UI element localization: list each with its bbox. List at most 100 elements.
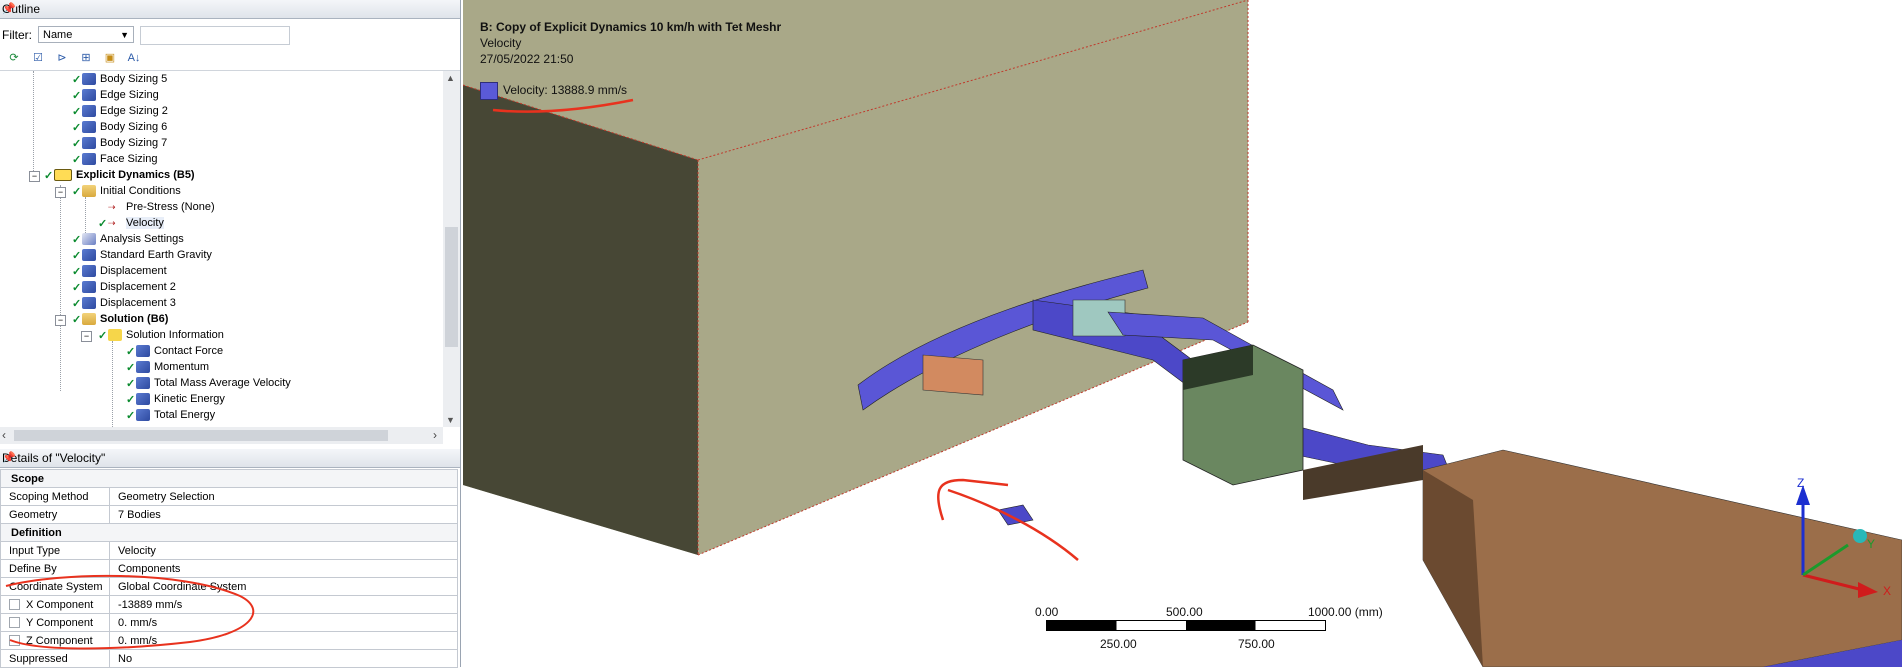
tree-item-solution-information[interactable]: ✓Solution Information [98,329,224,342]
row-x-component[interactable]: X Component-13889 mm/s [0,595,458,614]
refresh-icon[interactable]: ⟳ [9,52,19,64]
expand-icon[interactable]: ⊞ [81,52,91,64]
sort-icon[interactable]: A↓ [127,52,141,64]
tree-item-label: Body Sizing 5 [100,73,168,86]
mesh-icon [82,89,96,102]
tree-item-total-energy[interactable]: ✓Total Energy [126,409,216,422]
tree-item-label: Total Energy [154,409,216,422]
tree-item-solution[interactable]: ✓Solution (B6) [72,313,169,326]
property-name: Z Component [26,634,93,647]
model-view[interactable] [463,0,1902,667]
filter-select[interactable]: Name ▼ [38,26,134,43]
filter-input[interactable] [140,26,290,45]
mesh-icon [82,105,96,118]
tree-item-body-sizing-7[interactable]: ✓Body Sizing 7 [72,137,168,150]
property-value[interactable]: 7 Bodies [109,505,458,524]
tree-item-label: Explicit Dynamics (B5) [76,169,195,182]
scroll-right-icon[interactable]: › [433,428,437,442]
parameter-checkbox[interactable] [9,617,20,629]
group-scope[interactable]: Scope [0,469,458,488]
scroll-down-icon[interactable]: ▼ [446,415,455,425]
tree-item-displacement-3[interactable]: ✓Displacement 3 [72,297,176,310]
tree-horizontal-scrollbar[interactable]: ‹ › [0,427,443,444]
left-panel: Outline 📌 Filter: Name ▼ ⟳ ☑ ⊳ ⊞ ▣ A↓ ✓B… [0,0,461,668]
mesh-icon [82,121,96,134]
scroll-thumb[interactable] [14,430,388,441]
tree-item-contact-force[interactable]: ✓Contact Force [126,345,224,358]
collapse-toggle[interactable]: − [81,331,92,342]
pin-icon[interactable]: 📌 [2,3,16,15]
solution-icon [82,313,96,326]
details-title: Details of "Velocity" [2,451,106,465]
tree-item-body-sizing-5[interactable]: ✓Body Sizing 5 [72,73,168,86]
collapse-toggle[interactable]: − [29,171,40,182]
tree-item-label: Contact Force [154,345,224,358]
check-icon[interactable]: ☑ [33,52,43,64]
legend-label: Velocity: 13888.9 mm/s [503,83,628,97]
outline-title: Outline [2,2,41,16]
property-value[interactable]: Geometry Selection [109,487,458,506]
property-name: Y Component [26,616,94,629]
folder-icon[interactable]: ▣ [104,52,116,64]
tree-item-label: Face Sizing [100,153,158,166]
property-value[interactable]: No [109,649,458,668]
tree-item-velocity[interactable]: ✓⇢Velocity [98,217,164,230]
scale-label: 1000.00 (mm) [1308,605,1383,619]
probe-icon [136,361,150,374]
outline-title-bar: Outline 📌 [0,0,460,19]
property-value[interactable]: 0. mm/s [109,613,458,632]
tree-item-pre-stress[interactable]: ⇢Pre-Stress (None) [108,199,215,215]
parameter-checkbox[interactable] [9,635,20,647]
mesh-icon [82,73,96,86]
group-definition[interactable]: Definition [0,523,458,542]
scroll-left-icon[interactable]: ‹ [2,428,6,442]
pin-icon[interactable]: 📌 [2,452,16,464]
tree-item-displacement[interactable]: ✓Displacement [72,265,167,278]
folder-icon [82,185,96,198]
enclosure-front-face [698,0,1248,555]
parameter-checkbox[interactable] [9,599,20,611]
row-y-component[interactable]: Y Component 0. mm/s [0,613,458,632]
tree-item-explicit-dynamics[interactable]: ✓Explicit Dynamics (B5) [44,169,195,182]
collapse-icon[interactable]: ⊳ [57,52,67,64]
tree-item-total-mass-average-velocity[interactable]: ✓Total Mass Average Velocity [126,377,291,390]
scale-bar-graphic [1046,620,1326,631]
tree-item-label: Displacement 2 [100,281,176,294]
tree-item-body-sizing-6[interactable]: ✓Body Sizing 6 [72,121,168,134]
tree-item-momentum[interactable]: ✓Momentum [126,361,210,374]
filter-select-value: Name [43,29,73,41]
property-value[interactable]: Velocity [109,541,458,560]
tree-vertical-scrollbar[interactable]: ▲ ▼ [443,71,460,427]
tree-item-label: Kinetic Energy [154,393,225,406]
property-value[interactable]: 0. mm/s [109,631,458,650]
collapse-toggle[interactable]: − [55,187,66,198]
teal-inlet [1072,299,1126,337]
tree-item-edge-sizing-2[interactable]: ✓Edge Sizing 2 [72,105,168,118]
tree-item-analysis-settings[interactable]: ✓Analysis Settings [72,233,184,246]
chevron-down-icon: ▼ [120,30,129,40]
tree-item-gravity[interactable]: ✓Standard Earth Gravity [72,249,212,262]
graphics-viewport[interactable]: B: Copy of Explicit Dynamics 10 km/h wit… [463,0,1902,667]
property-value[interactable]: -13889 mm/s [109,595,458,614]
property-value[interactable]: Global Coordinate System [109,577,458,596]
tree-item-initial-conditions[interactable]: ✓Initial Conditions [72,185,181,198]
collapse-toggle[interactable]: − [55,315,66,326]
tree-item-face-sizing[interactable]: ✓Face Sizing [72,153,158,166]
tree-item-edge-sizing[interactable]: ✓Edge Sizing [72,89,159,102]
scroll-thumb[interactable] [445,227,458,347]
scroll-up-icon[interactable]: ▲ [446,73,455,83]
probe-icon [136,345,150,358]
arrow-icon: ⇢ [108,202,116,213]
property-name: Suppressed [0,649,110,668]
tree-item-kinetic-energy[interactable]: ✓Kinetic Energy [126,393,225,406]
velocity-arrow [997,504,1034,526]
tree-item-displacement-2[interactable]: ✓Displacement 2 [72,281,176,294]
property-value[interactable]: Components [109,559,458,578]
row-z-component[interactable]: Z Component 0. mm/s [0,631,458,650]
